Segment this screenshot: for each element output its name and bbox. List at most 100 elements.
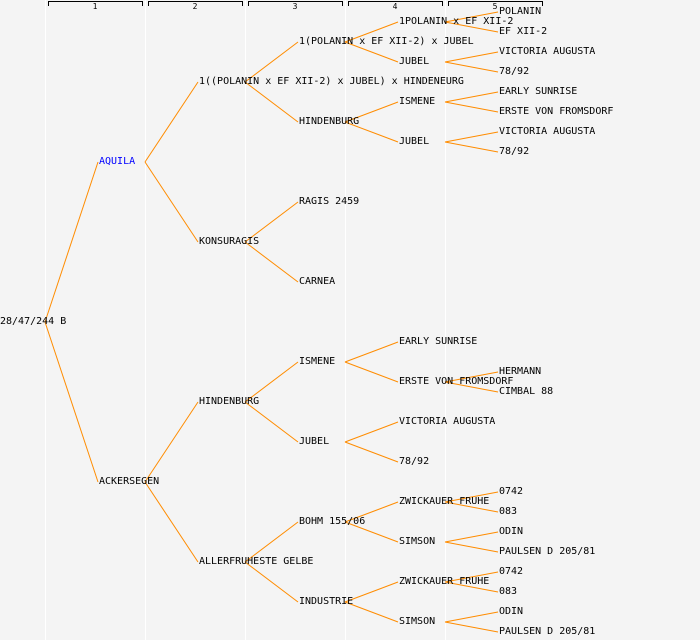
ancestor-name[interactable]: AQUILA (99, 156, 136, 167)
ancestor-name[interactable]: ZWICKAUER FRUHE (399, 496, 490, 507)
ancestor-name[interactable]: ACKERSEGEN (99, 476, 160, 487)
ancestor-name[interactable]: SIMSON (399, 616, 436, 627)
pedigree-link (444, 371, 499, 383)
column-separator (445, 0, 446, 640)
pedigree-link (244, 401, 299, 443)
ancestor-name[interactable]: ODIN (499, 606, 524, 617)
pedigree-link (444, 491, 499, 503)
generation-number: 3 (292, 2, 298, 11)
ancestor-name[interactable]: JUBEL (399, 136, 430, 147)
pedigree-link (144, 481, 199, 563)
pedigree-link (344, 421, 399, 443)
ancestor-name[interactable]: VICTORIA AUGUSTA (499, 46, 596, 57)
ancestor-name[interactable]: HINDENBURG (299, 116, 360, 127)
ancestor-name[interactable]: RAGIS 2459 (299, 196, 360, 207)
pedigree-link (344, 441, 399, 463)
pedigree-link (344, 601, 399, 623)
pedigree-link (344, 361, 399, 383)
pedigree-link (244, 241, 299, 283)
ancestor-name[interactable]: JUBEL (399, 56, 430, 67)
ancestor-name[interactable]: 78/92 (499, 66, 530, 77)
pedigree-link (344, 501, 399, 523)
pedigree-link (444, 501, 499, 513)
pedigree-link (344, 121, 399, 143)
ancestor-name[interactable]: SIMSON (399, 536, 436, 547)
ancestor-name[interactable]: PAULSEN D 205/81 (499, 546, 596, 557)
pedigree-link (444, 141, 499, 153)
ancestor-name[interactable]: CARNEA (299, 276, 336, 287)
generation-bracket (448, 1, 543, 6)
ancestor-name[interactable]: POLANIN (499, 6, 542, 17)
pedigree-link (144, 401, 199, 483)
ancestor-name[interactable]: EARLY SUNRISE (499, 86, 578, 97)
generation-number: 2 (192, 2, 198, 11)
pedigree-link (244, 361, 299, 403)
ancestor-name[interactable]: ALLERFRUHESTE GELBE (199, 556, 314, 567)
pedigree-link (444, 21, 499, 33)
ancestor-name[interactable]: EARLY SUNRISE (399, 336, 478, 347)
pedigree-link (344, 21, 399, 43)
column-separator (245, 0, 246, 640)
generation-bracket (248, 1, 343, 6)
pedigree-link (444, 581, 499, 593)
ancestor-name[interactable]: HERMANN (499, 366, 542, 377)
pedigree-link (244, 561, 299, 603)
pedigree-link (44, 161, 99, 323)
pedigree-link (344, 581, 399, 603)
ancestor-name[interactable]: ISMENE (299, 356, 336, 367)
pedigree-link (244, 521, 299, 563)
root-animal[interactable]: 28/47/244 B (0, 316, 67, 327)
ancestor-name[interactable]: ISMENE (399, 96, 436, 107)
pedigree-link (444, 51, 499, 63)
generation-bracket (148, 1, 243, 6)
pedigree-link (144, 161, 199, 243)
ancestor-name[interactable]: 0742 (499, 566, 524, 577)
pedigree-link (244, 81, 299, 123)
pedigree-link (444, 621, 499, 633)
pedigree-link (444, 611, 499, 623)
ancestor-name[interactable]: 1((POLANIN x EF XII-2) x JUBEL) x HINDEN… (199, 76, 464, 87)
generation-bracket (348, 1, 443, 6)
pedigree-link (444, 381, 499, 393)
pedigree-link (344, 101, 399, 123)
generation-bracket (48, 1, 143, 6)
pedigree-link (444, 11, 499, 23)
ancestor-name[interactable]: JUBEL (299, 436, 330, 447)
pedigree-link (444, 571, 499, 583)
pedigree-link (444, 91, 499, 103)
pedigree-link (144, 81, 199, 163)
ancestor-name[interactable]: ERSTE VON FROMSDORF (399, 376, 514, 387)
pedigree-link (444, 131, 499, 143)
ancestor-name[interactable]: 1(POLANIN x EF XII-2) x JUBEL (299, 36, 474, 47)
pedigree-link (444, 531, 499, 543)
pedigree-link (444, 101, 499, 113)
ancestor-name[interactable]: KONSURAGIS (199, 236, 260, 247)
pedigree-link (244, 201, 299, 243)
ancestor-name[interactable]: 0742 (499, 486, 524, 497)
ancestor-name[interactable]: 78/92 (499, 146, 530, 157)
ancestor-name[interactable]: INDUSTRIE (299, 596, 354, 607)
generation-number: 4 (392, 2, 398, 11)
ancestor-name[interactable]: PAULSEN D 205/81 (499, 626, 596, 637)
pedigree-link (444, 541, 499, 553)
ancestor-name[interactable]: 78/92 (399, 456, 430, 467)
ancestor-name[interactable]: CIMBAL 88 (499, 386, 554, 397)
ancestor-name[interactable]: HINDENBURG (199, 396, 260, 407)
ancestor-name[interactable]: ERSTE VON FROMSDORF (499, 106, 614, 117)
ancestor-name[interactable]: 083 (499, 586, 518, 597)
ancestor-name[interactable]: ZWICKAUER FRUHE (399, 576, 490, 587)
ancestor-name[interactable]: 083 (499, 506, 518, 517)
ancestor-name[interactable]: 1POLANIN x EF XII-2 (399, 16, 514, 27)
ancestor-name[interactable]: VICTORIA AUGUSTA (399, 416, 496, 427)
ancestor-name[interactable]: VICTORIA AUGUSTA (499, 126, 596, 137)
ancestor-name[interactable]: BOHM 155/06 (299, 516, 366, 527)
generation-number: 1 (92, 2, 98, 11)
pedigree-link (44, 321, 99, 483)
ancestor-name[interactable]: ODIN (499, 526, 524, 537)
pedigree-link (344, 521, 399, 543)
pedigree-link (444, 61, 499, 73)
ancestor-name[interactable]: EF XII-2 (499, 26, 548, 37)
column-separator (345, 0, 346, 640)
column-separator (145, 0, 146, 640)
